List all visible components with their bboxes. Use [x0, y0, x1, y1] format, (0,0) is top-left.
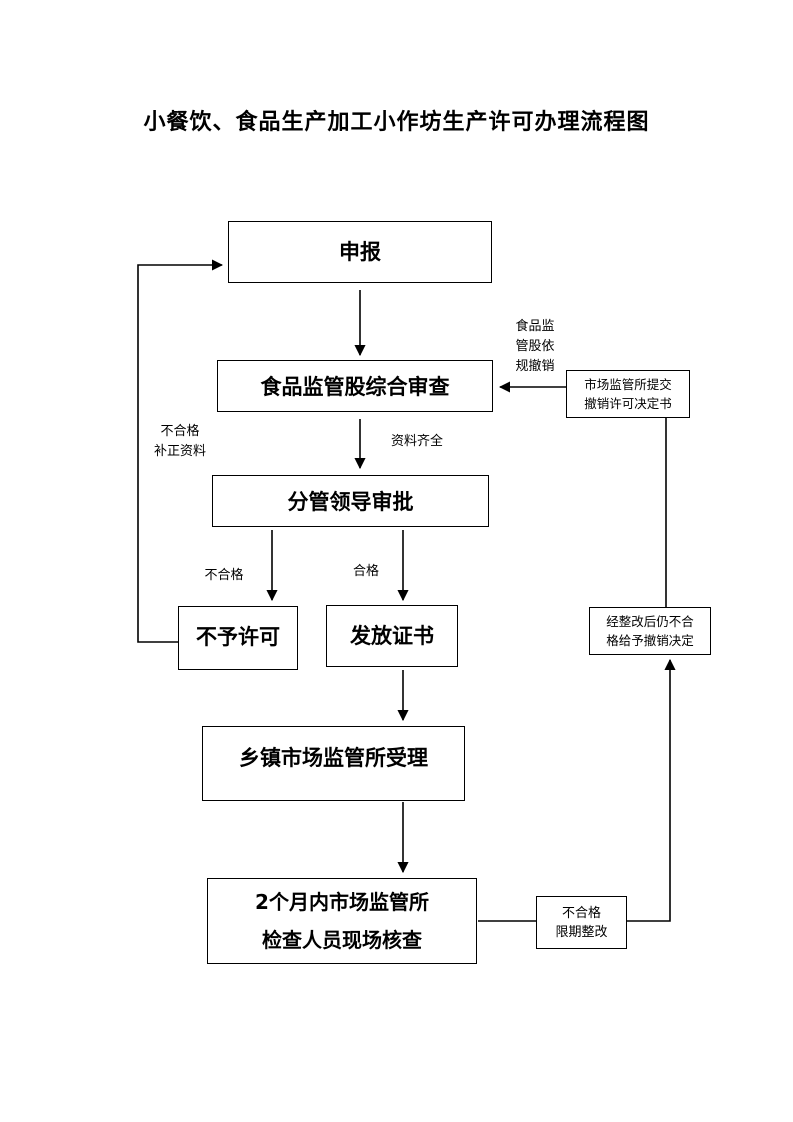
label-revoke: 食品监 管股依 规撤销 [502, 317, 568, 377]
label-revoke-line2: 管股依 [515, 339, 555, 354]
node-review-label: 食品监管股综合审查 [260, 375, 450, 399]
label-fail-text: 不合格 [204, 568, 244, 583]
node-issue-label: 发放证书 [350, 624, 434, 648]
node-submit-revoke-line2: 撤销许可决定书 [584, 396, 672, 411]
label-fail: 不合格 [196, 566, 252, 586]
node-approve: 分管领导审批 [212, 475, 489, 527]
node-revoke-decision: 经整改后仍不合 格给予撤销决定 [589, 607, 711, 655]
node-accept: 乡镇市场监管所受理 [202, 726, 465, 801]
node-review: 食品监管股综合审查 [217, 360, 493, 412]
node-reject: 不予许可 [178, 606, 298, 670]
arrow-rectify-revoke [626, 658, 676, 922]
node-inspect: 2个月内市场监管所 检查人员现场核查 [207, 878, 477, 964]
node-inspect-line1: 2个月内市场监管所 [255, 890, 429, 914]
node-revoke-decision-line1: 经整改后仍不合 [606, 614, 694, 629]
label-resubmit-line1: 不合格 [160, 424, 200, 439]
label-pass-text: 合格 [352, 564, 379, 579]
node-reject-label: 不予许可 [196, 625, 280, 649]
label-revoke-line3: 规撤销 [515, 359, 555, 374]
node-submit-revoke: 市场监管所提交 撤销许可决定书 [566, 370, 690, 418]
node-accept-label: 乡镇市场监管所受理 [239, 746, 428, 770]
label-revoke-line1: 食品监 [515, 319, 555, 334]
node-rectify-line2: 限期整改 [555, 924, 608, 940]
node-approve-label: 分管领导审批 [287, 490, 414, 514]
label-complete-text: 资料齐全 [390, 434, 443, 449]
node-issue: 发放证书 [326, 605, 458, 667]
node-apply-label: 申报 [339, 240, 381, 264]
label-resubmit: 不合格 补正资料 [140, 422, 220, 462]
node-submit-revoke-line1: 市场监管所提交 [584, 377, 672, 392]
node-apply: 申报 [228, 221, 492, 283]
node-revoke-decision-line2: 格给予撤销决定 [606, 633, 694, 648]
page-title: 小餐饮、食品生产加工小作坊生产许可办理流程图 [143, 110, 650, 135]
node-inspect-line2: 检查人员现场核查 [262, 928, 422, 952]
label-resubmit-line2: 补正资料 [153, 444, 206, 459]
node-rectify-line1: 不合格 [561, 905, 601, 921]
label-complete: 资料齐全 [382, 432, 452, 452]
node-rectify: 不合格 限期整改 [536, 896, 627, 949]
arrow-reject-apply [137, 259, 224, 643]
label-pass: 合格 [344, 562, 388, 582]
